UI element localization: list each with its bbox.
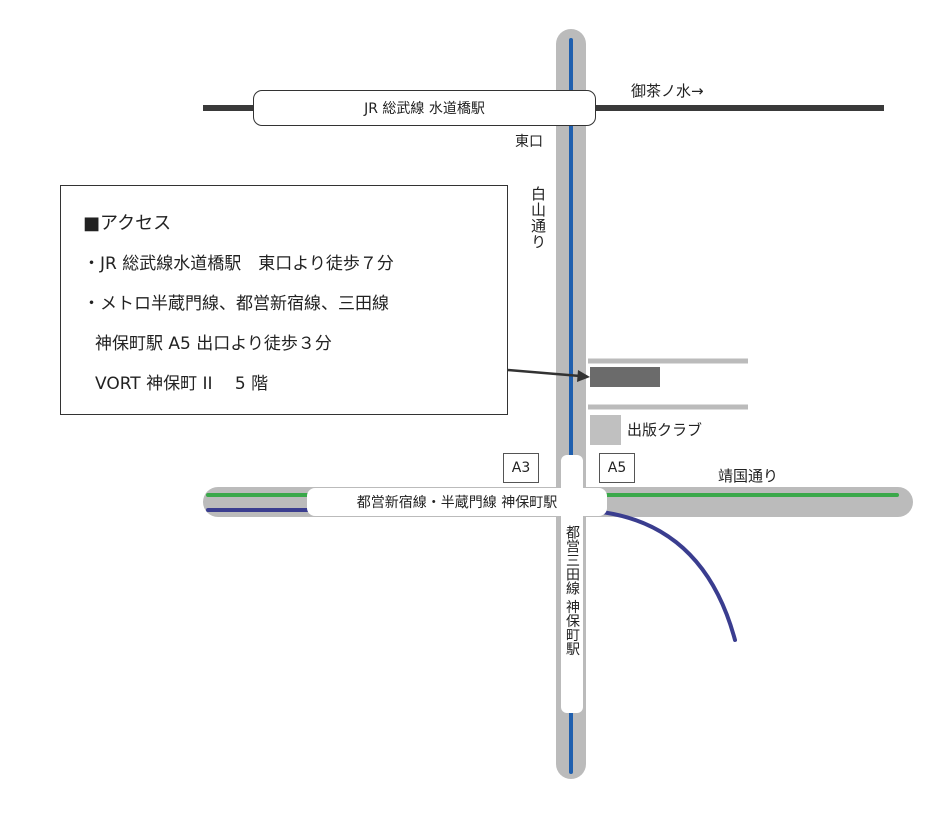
shuppan-club-label: 出版クラブ [627,421,703,439]
jimbocho-station-shinjuku-hanzomon: 都営新宿線・半蔵門線 神保町駅 [307,488,607,516]
access-line-jr: ・JR 総武線水道橋駅 東口より徒歩７分 [83,254,394,274]
access-line-jimbocho: 神保町駅 A5 出口より徒歩３分 [95,334,332,354]
hakusan-dori-label: 白山通り [529,186,547,250]
access-line-building: VORT 神保町 II 5 階 [95,374,269,394]
access-info-box: ■アクセス ・JR 総武線水道橋駅 東口より徒歩７分 ・メトロ半蔵門線、都営新宿… [60,185,508,415]
mita-station-box [561,455,583,713]
shuppan-club-building [590,415,621,445]
vort-building [590,367,660,387]
jr-suidobashi-station: JR 総武線 水道橋駅 [253,90,596,126]
jimbocho-station-mita: 都営三田線 神保町駅 [564,525,580,656]
exit-a3: A3 [503,453,539,483]
access-line-metro: ・メトロ半蔵門線、都営新宿線、三田線 [83,294,389,314]
exit-a5: A5 [599,453,635,483]
pointer-arrow [507,368,581,378]
hanzomon-line [206,508,737,642]
east-exit-label: 東口 [515,134,543,150]
pointer-arrowhead [577,370,590,382]
yasukuni-dori-label: 靖国通り [718,467,779,485]
ochanomizu-direction-label: 御茶ノ水→ [631,82,704,100]
access-heading: ■アクセス [83,213,172,234]
